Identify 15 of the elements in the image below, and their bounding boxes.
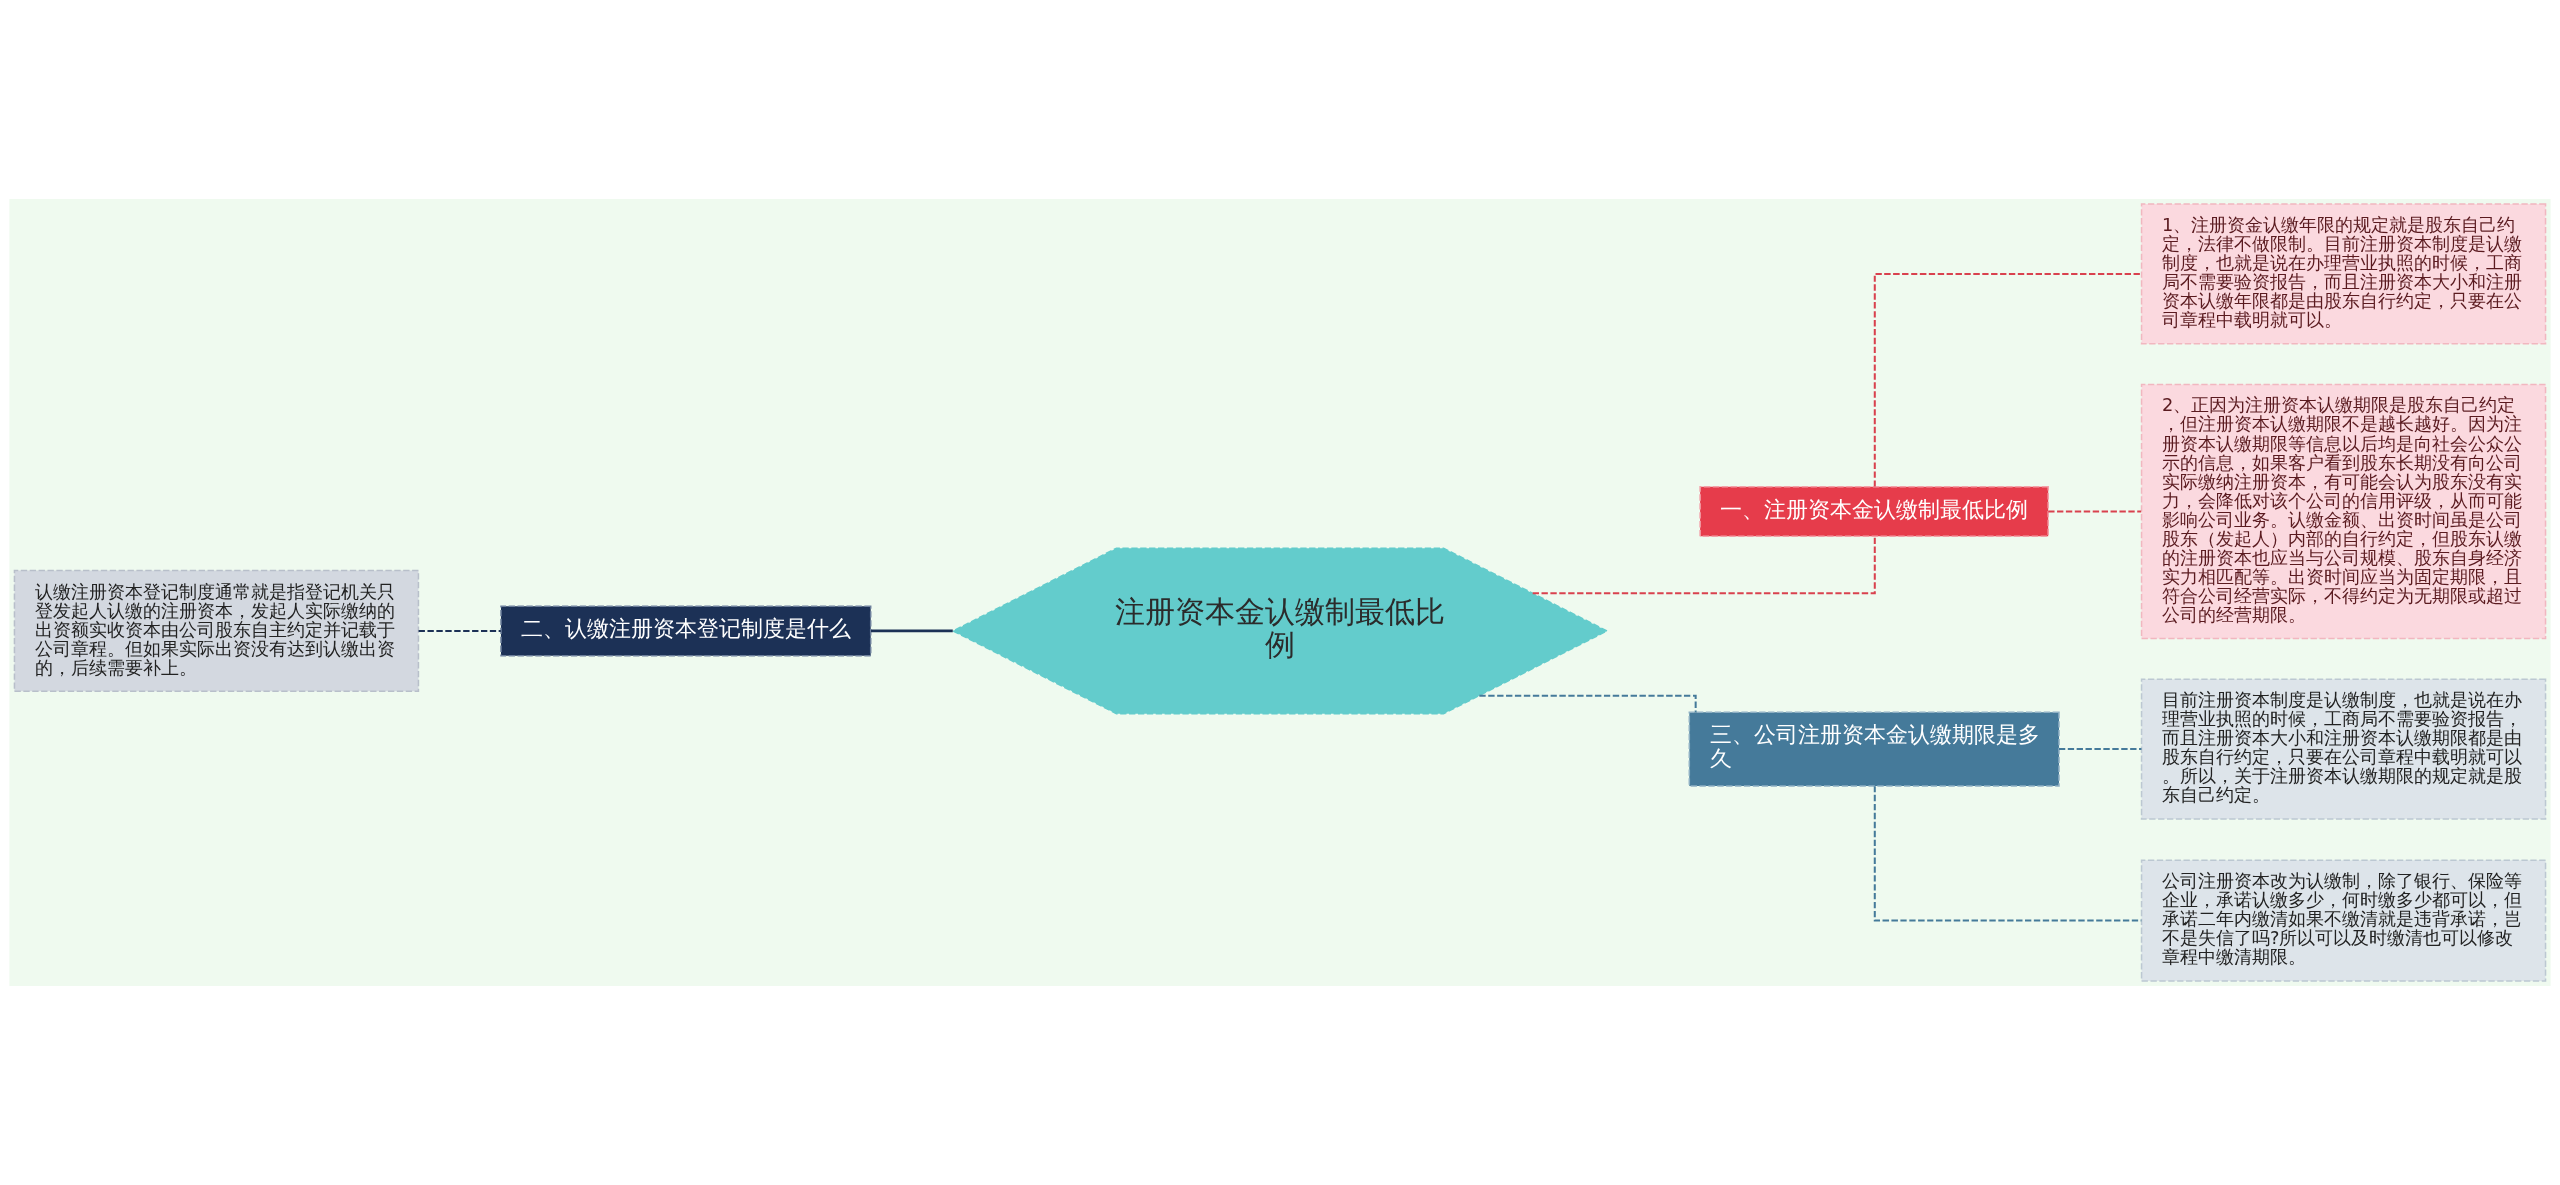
connector <box>1873 272 2142 487</box>
node-box: 二、认缴注册资本登记制度是什么 <box>500 605 872 657</box>
connector <box>2048 510 2142 513</box>
node-box: 认缴注册资本登记制度通常就是指登记机关只登发起人认缴的注册资本，发起人实际缴纳的出资额实收资本由公司股东自主约定并记载于公司章程。但如果实际出资没有达到认缴出资的，后续需要补上。 <box>13 569 420 693</box>
node-box: 一、注册资本金认缴制最低比例 <box>1699 486 2049 538</box>
connector <box>1532 536 1876 595</box>
node-box: 公司注册资本改为认缴制，除了银行、保险等企业，承诺认缴多少，何时缴多少都可以，但承诺二年内缴清如果不缴清就是违背承诺，岂不是失信了吗?所以可以及时缴清也可以修改章程中缴清期限。 <box>2140 859 2547 982</box>
connector <box>871 629 953 633</box>
node-box: 1、注册资金认缴年限的规定就是股东自己约定，法律不做限制。目前注册资本制度是认缴制度，也就是说在办理营业执照的时候，工商局不需要验资报告，而且注册资本大小和注册资本认缴年限都是由股东自行约定，只要在公司章程中载明就可以。 <box>2140 203 2547 345</box>
node-box: 目前注册资本制度是认缴制度，也就是说在办理营业执照的时候，工商局不需要验资报告，而且注册资本大小和注册资本认缴期限都是由股东自行约定，只要在公司章程中载明就可以。所以，关于注册资本认缴期限的规定就是股东自己约定。 <box>2140 678 2547 820</box>
node-box: 2、正因为注册资本认缴期限是股东自己约定，但注册资本认缴期限不是越长越好。因为注册资本认缴期限等信息以后均是向社会公众公示的信息，如果客户看到股东长期没有向公司实际缴纳注册资本，有可能会认为股东没有实力，会降低对该个公司的信用评级，从而可能影响公司业务。认缴金额、出资时间虽是公司股东（发起人）内部的自行约定，但股东认缴的注册资本也应当与公司规模、股东自身经济实力相匹配等。出资时间应当为固定期限，且符合公司经营实际，不得约定为无期限或超过公司的经营期限。 <box>2140 383 2547 640</box>
node-box: 三、公司注册资本金认缴期限是多久 <box>1688 711 2060 787</box>
connector <box>418 629 501 632</box>
connector <box>2059 748 2142 751</box>
connector <box>1479 694 1697 712</box>
